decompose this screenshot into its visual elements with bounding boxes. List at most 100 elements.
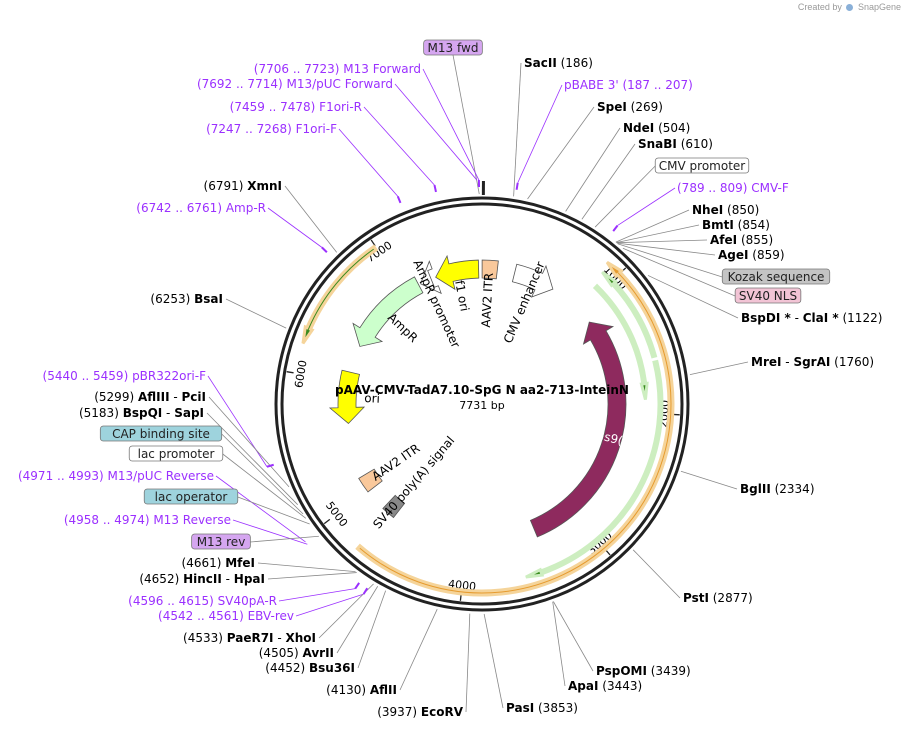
enzyme-name-2: XhoI	[285, 631, 316, 645]
label-spei[interactable]: SpeI (269)	[597, 100, 663, 114]
feature-sv40pa[interactable]	[382, 494, 406, 519]
label-bmti[interactable]: BmtI (854)	[702, 218, 770, 232]
leader-line	[483, 613, 504, 709]
label-lac-promoter[interactable]: lac promoter	[128, 445, 224, 462]
leader-line	[225, 298, 287, 329]
label-paer7i-xhoi[interactable]: (4533) PaeR7I - XhoI	[183, 631, 316, 645]
feature-label-ori: ori	[364, 391, 380, 406]
primer-mark	[266, 463, 274, 468]
label-m13fwd-box[interactable]: M13 fwd	[423, 39, 483, 56]
label-cmv-promoter-box[interactable]: CMV promoter	[654, 157, 750, 174]
label-bsai[interactable]: (6253) BsaI	[150, 292, 223, 306]
label-cap-site[interactable]: CAP binding site	[99, 425, 223, 442]
label-box	[654, 157, 750, 174]
tick-label: 5000	[323, 499, 350, 529]
primer-coords: (7247 .. 7268)	[206, 122, 296, 136]
leader-line	[357, 590, 387, 669]
primer-mark	[354, 582, 360, 590]
feature-ampr[interactable]	[352, 276, 424, 347]
feature-aav2-itr-1[interactable]	[481, 259, 499, 280]
enzyme-label: (4661) MfeI	[182, 556, 255, 570]
primer-mark	[321, 246, 328, 253]
label-mrei-sgrai[interactable]: MreI - SgrAI (1760)	[751, 355, 874, 369]
leader-line	[552, 601, 566, 687]
label-kozak-box[interactable]: Kozak sequence	[721, 268, 831, 285]
enzyme-site: (850)	[723, 203, 759, 217]
leader-line	[221, 433, 304, 515]
enzyme-label: NdeI (504)	[623, 121, 690, 135]
primer-label: (7459 .. 7478) F1ori-R	[230, 100, 362, 114]
enzyme-site: (855)	[737, 233, 773, 247]
label-pasi[interactable]: PasI (3853)	[506, 701, 578, 715]
label-pbr322ori-f[interactable]: (5440 .. 5459) pBR322ori-F	[43, 369, 207, 383]
label-text: M13 fwd	[428, 41, 479, 55]
primer-coords: (4958 .. 4974)	[64, 513, 154, 527]
label-cmv-f[interactable]: (789 .. 809) CMV-F	[677, 181, 789, 195]
enzyme-site: (4661)	[182, 556, 226, 570]
label-afei[interactable]: AfeI (855)	[710, 233, 773, 247]
leader-line	[617, 187, 676, 226]
label-pbabe3[interactable]: pBABE 3' (187 .. 207)	[564, 78, 693, 92]
label-xmni[interactable]: (6791) XmnI	[204, 179, 282, 193]
label-sv40nls-box[interactable]: SV40 NLS	[734, 287, 802, 304]
feature-cmv-enh[interactable]	[511, 263, 554, 298]
enzyme-label: SnaBI (610)	[638, 137, 713, 151]
label-nhei[interactable]: NheI (850)	[692, 203, 759, 217]
leader-line	[232, 519, 308, 545]
label-f1ori-r[interactable]: (7459 .. 7478) F1ori-R	[230, 100, 362, 114]
enzyme-site: (3443)	[598, 679, 642, 693]
label-sacii[interactable]: SacII (186)	[524, 56, 593, 70]
label-leader-lines	[206, 54, 749, 713]
label-avrii[interactable]: (4505) AvrII	[259, 646, 334, 660]
label-mfei[interactable]: (4661) MfeI	[182, 556, 255, 570]
leader-line	[208, 396, 290, 488]
label-m13-forward[interactable]: (7706 .. 7723) M13 Forward	[254, 62, 421, 76]
primer-label: (4958 .. 4974) M13 Reverse	[64, 513, 231, 527]
label-bspqi-sapi[interactable]: (5183) BspQI - SapI	[79, 406, 204, 420]
leader-line	[452, 54, 480, 195]
feature-label-f1ori: f1 ori	[452, 279, 472, 312]
feature-ampr-prom[interactable]	[420, 260, 442, 295]
enzyme-sep: -	[781, 355, 793, 369]
label-afliii-pcii[interactable]: (5299) AflIII - PciI	[94, 390, 206, 404]
label-lac-operator[interactable]: lac operator	[143, 488, 239, 505]
label-text: lac promoter	[138, 447, 215, 461]
label-agei[interactable]: AgeI (859)	[718, 248, 785, 262]
label-m13puc-forward[interactable]: (7692 .. 7714) M13/pUC Forward	[197, 77, 393, 91]
label-snabi[interactable]: SnaBI (610)	[638, 137, 713, 151]
enzyme-name: AflII	[370, 683, 397, 697]
label-bsu36i[interactable]: (4452) Bsu36I	[265, 661, 355, 675]
label-m13-reverse[interactable]: (4958 .. 4974) M13 Reverse	[64, 513, 231, 527]
enzyme-name: HincII	[183, 572, 222, 586]
feature-f1ori[interactable]	[435, 254, 480, 291]
label-m13puc-reverse[interactable]: (4971 .. 4993) M13/pUC Reverse	[18, 469, 214, 483]
label-text: M13 rev	[197, 535, 246, 549]
enzyme-name: AvrII	[302, 646, 334, 660]
enzyme-site: (3937)	[377, 705, 421, 719]
label-f1ori-f[interactable]: (7247 .. 7268) F1ori-F	[206, 122, 337, 136]
label-hincii-hpai[interactable]: (4652) HincII - HpaI	[139, 572, 265, 586]
primer-coords: (7459 .. 7478)	[230, 100, 320, 114]
label-psti[interactable]: PstI (2877)	[683, 591, 753, 605]
leader-line	[617, 243, 723, 278]
label-bspdi-clai[interactable]: BspDI * - ClaI * (1122)	[741, 311, 882, 325]
feature-cas9n[interactable]	[529, 321, 627, 538]
label-apai[interactable]: ApaI (3443)	[568, 679, 642, 693]
label-bglii[interactable]: BglII (2334)	[740, 482, 815, 496]
label-m13rev-box[interactable]: M13 rev	[191, 533, 251, 550]
enzyme-site: (2877)	[709, 591, 753, 605]
feature-ori[interactable]	[328, 369, 366, 425]
label-ecorv[interactable]: (3937) EcoRV	[377, 705, 464, 719]
enzyme-site: (4505)	[259, 646, 303, 660]
label-ebv-rev[interactable]: (4542 .. 4561) EBV-rev	[158, 609, 294, 623]
label-sv40pa-r[interactable]: (4596 .. 4615) SV40pA-R	[128, 594, 277, 608]
primer-mark	[362, 587, 369, 595]
label-amp-r[interactable]: (6742 .. 6761) Amp-R	[136, 201, 266, 215]
primer-mark	[612, 224, 619, 232]
feature-aav2-itr-2[interactable]	[358, 468, 383, 493]
label-afiii[interactable]: (4130) AflII	[326, 683, 397, 697]
plasmid-name: pAAV-CMV-TadA7.10-SpG N aa2-713-InteinN	[335, 383, 629, 397]
label-ndei[interactable]: NdeI (504)	[623, 121, 690, 135]
label-pspomi[interactable]: PspOMI (3439)	[596, 664, 691, 678]
leader-line	[647, 275, 739, 319]
